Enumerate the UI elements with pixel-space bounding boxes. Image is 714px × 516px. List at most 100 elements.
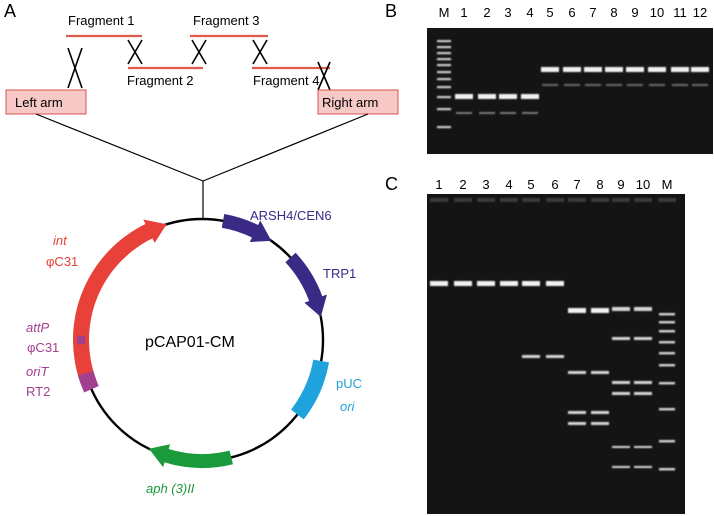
gel-b-band — [691, 67, 709, 72]
gel-c-lane-label: 2 — [459, 177, 466, 192]
gel-c-band — [546, 281, 564, 286]
plasmid-name: pCAP01-CM — [145, 334, 235, 351]
gel-b-band — [521, 94, 539, 99]
gel-b-marker-band — [437, 86, 451, 89]
fragment-3-label: Fragment 3 — [193, 13, 259, 28]
gel-c-well — [612, 198, 630, 202]
gel-b-marker-band — [437, 126, 451, 129]
gel-b-marker-band — [437, 58, 451, 61]
puc-label: pUC — [336, 376, 362, 391]
fragment-lines — [66, 34, 330, 70]
gel-b-marker-band — [437, 52, 451, 55]
int-phic31-label: φC31 — [46, 254, 78, 269]
gel-b-marker-band — [437, 40, 451, 43]
arsh4-cen6-label: ARSH4/CEN6 — [250, 208, 332, 223]
gel-b-image — [427, 28, 713, 154]
attp-marker — [77, 335, 86, 345]
puc-ori-box — [291, 359, 330, 420]
gel-c-band — [612, 466, 630, 468]
gel-c-image — [427, 194, 685, 514]
gel-b-lane-label: 8 — [610, 5, 617, 20]
gel-c-marker-band — [659, 382, 675, 385]
gel-c-lane-label: M — [662, 177, 673, 192]
gel-c-well — [454, 198, 472, 202]
gel-c-well — [546, 198, 564, 202]
gel-c-marker-band — [659, 352, 675, 355]
rt2-label: RT2 — [26, 384, 50, 399]
gel-c-marker-band — [659, 364, 675, 367]
crossover-marks — [67, 39, 331, 91]
gel-c-band — [430, 281, 448, 286]
fragment-4-label: Fragment 4 — [253, 73, 319, 88]
gel-c-band — [612, 337, 630, 340]
gel-c-band — [591, 411, 609, 414]
gel-b-band — [455, 94, 473, 99]
gel-b-lane-label: 11 — [673, 5, 687, 20]
gel-b-band — [564, 84, 580, 86]
fragment-2-label: Fragment 2 — [127, 73, 193, 88]
gel-c-marker-band — [659, 341, 675, 344]
gel-c-well — [430, 198, 448, 202]
attp-phic31-label: φC31 — [27, 340, 59, 355]
gel-c-band — [522, 355, 540, 358]
gel-b-marker-band — [437, 71, 451, 74]
panel-label-a: A — [4, 1, 16, 21]
gel-b-band — [585, 84, 601, 86]
gel-b-lane-label: 5 — [546, 5, 553, 20]
gel-c-marker-band — [659, 440, 675, 443]
gel-c-band — [568, 308, 586, 313]
gel-b-lane-label: 3 — [504, 5, 511, 20]
gel-c-lane-label: 3 — [482, 177, 489, 192]
gel-c-lane-label: 5 — [527, 177, 534, 192]
gel-b-marker-band — [437, 96, 451, 99]
gel-c-band — [454, 281, 472, 286]
trp1-arrow — [285, 252, 327, 317]
gel-c-marker-band — [659, 408, 675, 411]
gel-b-band — [627, 84, 643, 86]
gel-c-lane-label: 1 — [435, 177, 442, 192]
right-arm-label: Right arm — [322, 95, 378, 110]
ori-label: ori — [340, 399, 356, 414]
arsh4-cen6-arrow — [221, 213, 272, 243]
gel-c-band — [634, 307, 652, 311]
gel-c-well — [568, 198, 586, 202]
aph3-ii-label: aph (3)II — [146, 481, 195, 496]
gel-b-lane-label: 9 — [631, 5, 638, 20]
gel-b-lane-label: 10 — [650, 5, 664, 20]
gel-b-lane-label: 2 — [483, 5, 490, 20]
gel-b-band — [479, 112, 495, 114]
gel-b-lane-label: 12 — [693, 5, 707, 20]
gel-c-lane-label: 7 — [573, 177, 580, 192]
left-arm-box — [5, 89, 87, 115]
gel-c-band — [522, 281, 540, 286]
gel-c-band — [591, 422, 609, 425]
gel-c-lane-label: 10 — [636, 177, 650, 192]
gel-b-lane-label: M — [439, 5, 450, 20]
gel-b-band — [499, 94, 517, 99]
gel-b-lane-label: 1 — [460, 5, 467, 20]
gel-c-marker-band — [659, 330, 675, 333]
insertion-lines — [35, 113, 369, 218]
gel-c-band — [477, 281, 495, 286]
gel-c-lane-label: 6 — [551, 177, 558, 192]
gel-c-band — [612, 392, 630, 395]
int-phic31-arrow — [73, 219, 167, 385]
gel-b-band — [672, 84, 688, 86]
gel-c-marker-band — [659, 321, 675, 324]
gel-c-band — [591, 371, 609, 374]
gel-c-marker-band — [659, 468, 675, 471]
gel-c-lane-label: 4 — [505, 177, 512, 192]
gel-b-lane-label: 7 — [589, 5, 596, 20]
gel-b-bands — [437, 40, 709, 129]
crossover-left-arm — [67, 47, 83, 89]
gel-c-lane-label: 9 — [617, 177, 624, 192]
aph3-ii-arrow — [148, 444, 233, 468]
gel-c-bands — [430, 198, 676, 471]
crossover-3-4 — [252, 39, 268, 65]
gel-c-band — [546, 355, 564, 358]
crossover-right-arm — [317, 61, 331, 91]
gel-b-band — [584, 67, 602, 72]
gel-b-band — [648, 67, 666, 72]
